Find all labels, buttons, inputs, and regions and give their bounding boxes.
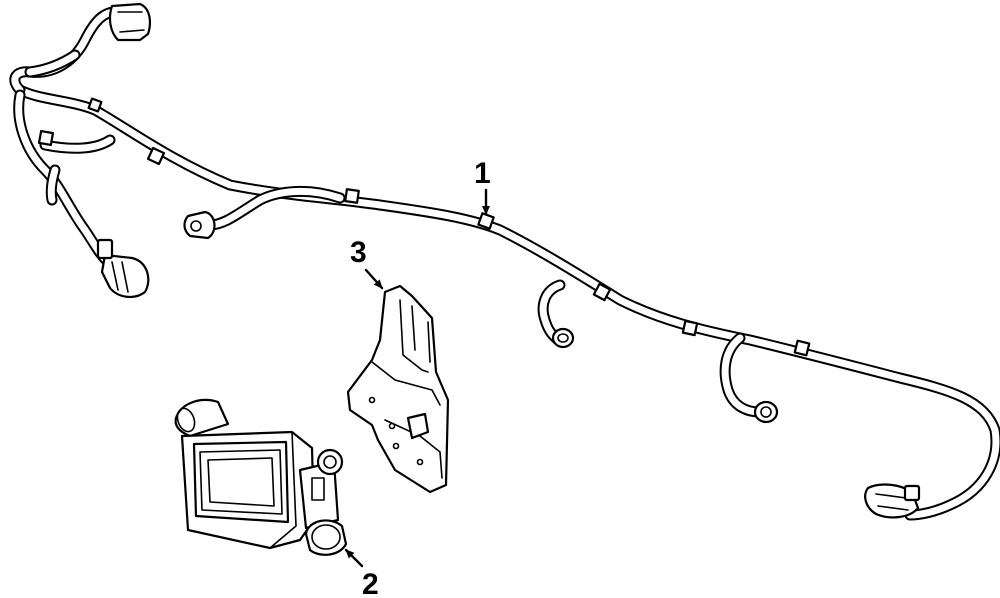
callout-2-arrow [344,548,364,568]
callout-3-label: 3 [350,236,367,269]
callout-3: 3 [350,236,384,290]
callout-2: 2 [344,548,379,598]
callout-1-label: 1 [474,157,491,190]
wiring-harness [9,2,1000,521]
mounting-bracket [346,284,450,494]
harness-branch-top [9,6,126,96]
connector-center [551,327,575,349]
harness-branch-right [719,332,766,418]
harness-main-trunk [14,84,1000,521]
radar-sensor-module [174,398,348,556]
callout-1: 1 [474,157,491,216]
callout-3-arrow [364,268,384,290]
callout-2-label: 2 [362,568,379,598]
connector-left-mid [183,210,216,240]
connector-left [96,238,150,298]
harness-clips [37,97,811,357]
connector-far-right [864,483,921,519]
connector-right [753,400,779,424]
connector-top [108,2,151,42]
harness-branch-left-mid [204,186,346,231]
harness-branch-left [13,89,116,268]
